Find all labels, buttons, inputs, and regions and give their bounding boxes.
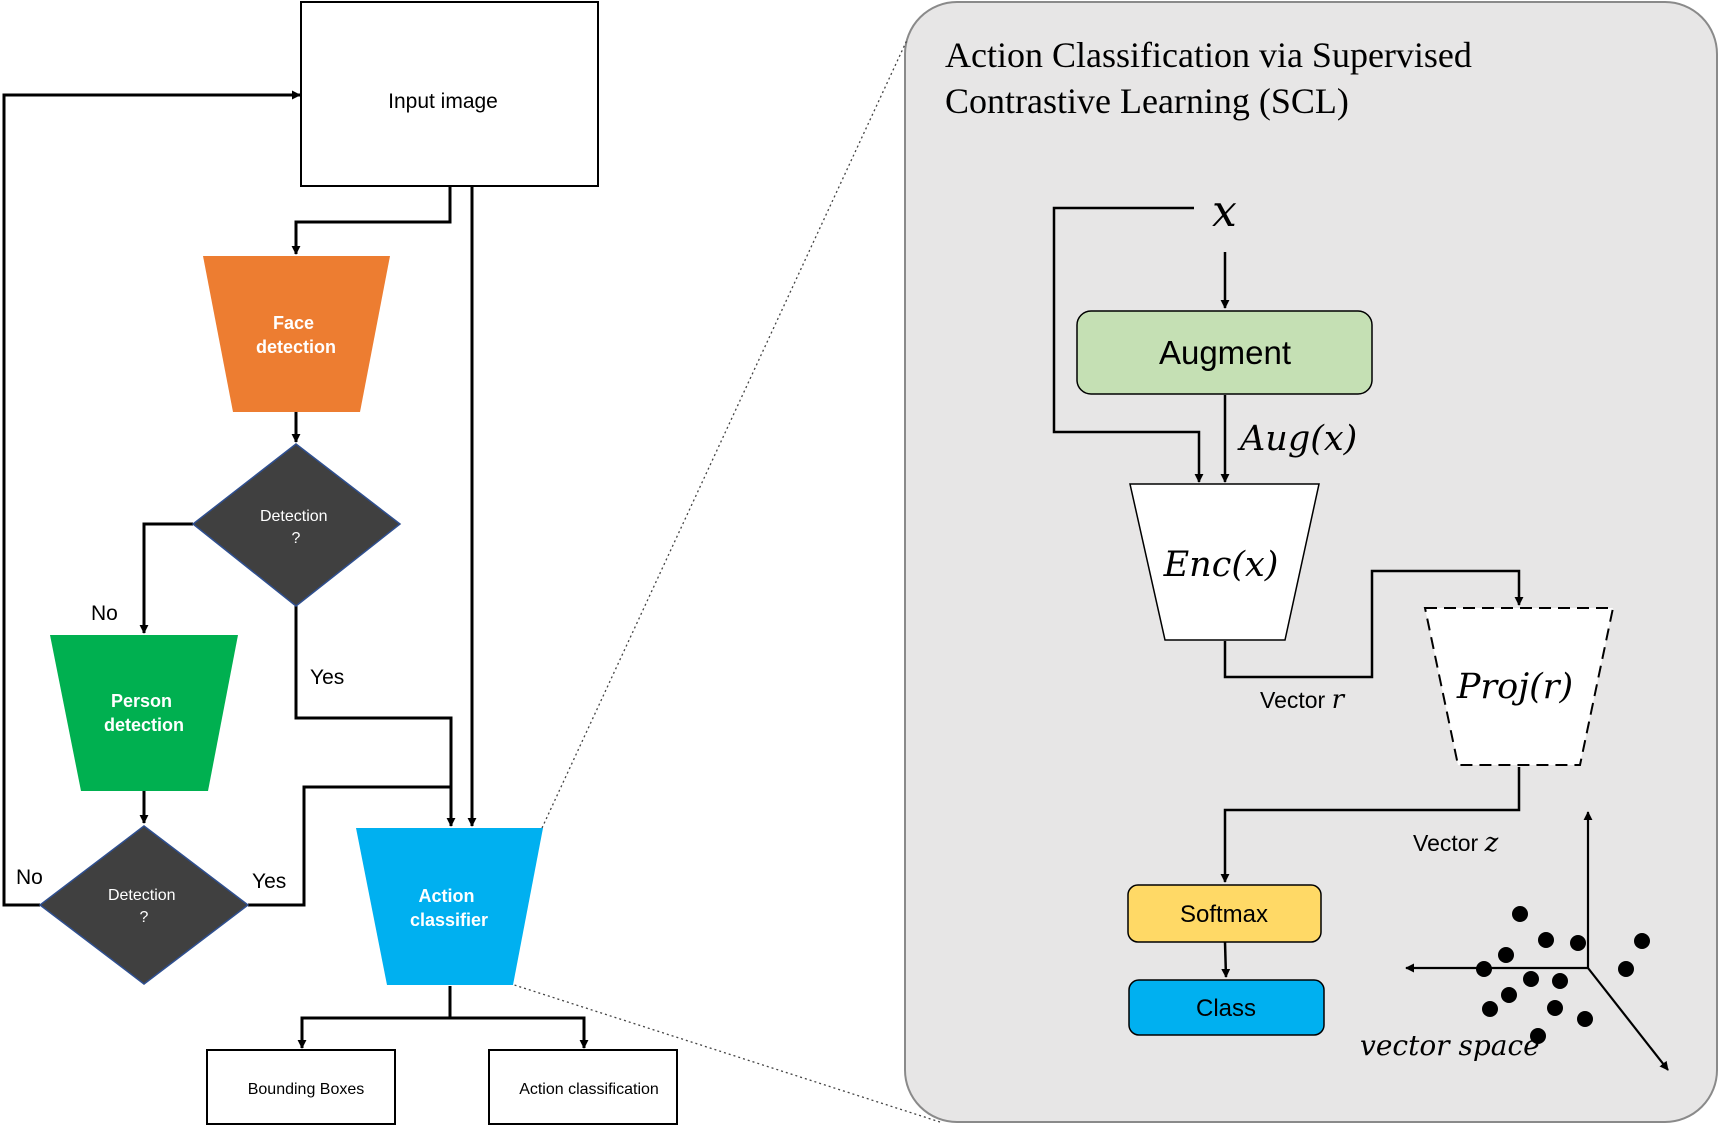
connector-decision1-no <box>139 522 193 634</box>
action-classification-label: Action classification <box>519 1081 659 1098</box>
connector-decision1-yes <box>294 606 456 827</box>
vector-point <box>1476 961 1492 977</box>
bounding-boxes-label: Bounding Boxes <box>248 1081 365 1098</box>
encoder-shape <box>1129 483 1320 641</box>
input-image-box <box>300 1 599 187</box>
vector-point <box>1577 1011 1593 1027</box>
decision-1-no-label: No <box>91 602 118 625</box>
vector-point <box>1547 1000 1563 1016</box>
vector-z-label: Vector z <box>1413 828 1499 858</box>
face-detection-label: Face detection <box>256 313 336 357</box>
connector-enc-proj <box>1223 569 1524 679</box>
vector-point <box>1512 906 1528 922</box>
decision-1-yes-label: Yes <box>310 666 344 689</box>
augment-label: Augment <box>1159 334 1291 371</box>
softmax-box <box>1127 884 1322 943</box>
decision-2-label: Detection ? <box>108 887 180 926</box>
panel-title-line1: Action Classification via Supervised <box>945 35 1472 75</box>
vector-point <box>1538 932 1554 948</box>
zoom-line-bottom <box>504 981 941 1123</box>
decision-1-shape <box>191 443 402 607</box>
vector-point <box>1570 935 1586 951</box>
connector-x-skip <box>1052 206 1204 483</box>
projection-label: Proj(r) <box>1456 667 1573 707</box>
input-x-label: x <box>1212 186 1237 237</box>
panel-title-line2: Contrastive Learning (SCL) <box>945 81 1349 121</box>
vector-point <box>1482 1001 1498 1017</box>
connector-decision2-yes <box>248 785 453 907</box>
aug-x-label: Aug(x) <box>1237 419 1357 459</box>
vector-space-label: vector space <box>1360 1029 1540 1062</box>
encoder-label: Enc(x) <box>1163 545 1279 585</box>
decision-2-shape <box>38 825 250 985</box>
class-label: Class <box>1196 995 1256 1022</box>
action-classifier-shape <box>356 828 543 985</box>
connector-decision2-no <box>2 90 301 907</box>
vector-point <box>1501 987 1517 1003</box>
vector-point <box>1634 933 1650 949</box>
connector-action-outputs <box>297 986 452 1049</box>
connector-input-face <box>291 187 452 255</box>
vector-point <box>1530 1028 1546 1044</box>
action-classification-box <box>488 1049 678 1125</box>
person-detection-shape <box>50 635 238 791</box>
vector-point <box>1498 947 1514 963</box>
connector-softmax-class <box>1221 941 1231 978</box>
bounding-boxes-box <box>206 1049 396 1125</box>
action-classifier-label: Action classifier <box>410 886 488 930</box>
connector-proj-softmax <box>1220 767 1521 883</box>
class-box <box>1128 979 1325 1036</box>
person-detection-label: Person detection <box>104 691 184 735</box>
decision-1-label: Detection ? <box>260 508 332 547</box>
connector-action-classification <box>450 1016 589 1049</box>
vector-point <box>1552 973 1568 989</box>
decision-2-no-label: No <box>16 866 43 889</box>
augment-box <box>1076 310 1373 395</box>
face-detection-shape <box>203 256 390 412</box>
input-image-label: Input image <box>388 90 498 113</box>
axis-diagonal <box>1587 967 1669 1071</box>
vector-r-label: Vector r <box>1260 685 1346 715</box>
decision-2-yes-label: Yes <box>252 870 286 893</box>
vector-point <box>1618 961 1634 977</box>
softmax-label: Softmax <box>1180 901 1268 928</box>
scl-panel <box>904 1 1718 1123</box>
projection-shape <box>1423 607 1615 766</box>
vector-point <box>1523 971 1539 987</box>
